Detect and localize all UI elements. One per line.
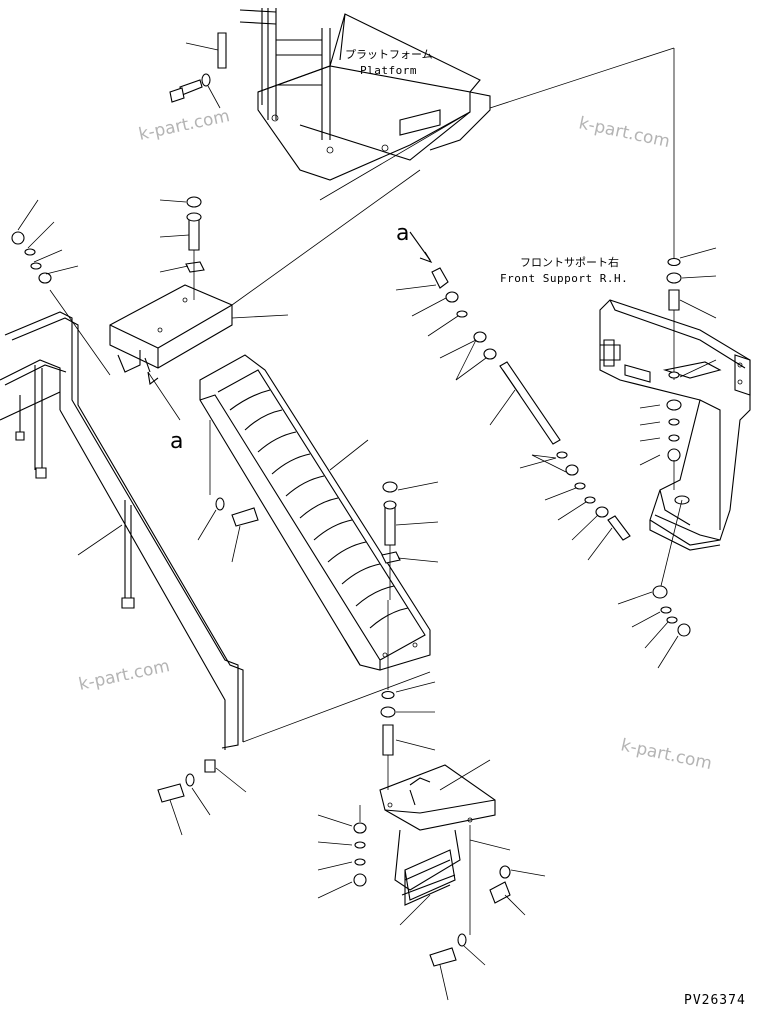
bottom-step (379, 759, 496, 926)
ref-a-top: a (396, 221, 409, 246)
front-support-fasteners (617, 48, 717, 669)
watermark-4: k-part.com (619, 735, 714, 774)
step-fasteners (317, 600, 546, 1001)
watermark-3: k-part.com (77, 656, 172, 695)
handrail (0, 311, 244, 750)
platform-bracket (169, 32, 227, 109)
front-support-label-jp: フロントサポート右 (520, 255, 619, 269)
connecting-rod: a (395, 221, 631, 561)
drawing-code: PV26374 (684, 993, 746, 1008)
stairway (199, 354, 431, 671)
ref-a-left: a (170, 429, 183, 454)
handrail-fasteners (11, 199, 247, 836)
platform-assembly (239, 8, 491, 181)
watermark-1: k-part.com (137, 106, 232, 145)
front-support-label-en: Front Support R.H. (500, 272, 628, 285)
upper-mount-plate (109, 196, 289, 373)
watermark-2: k-part.com (577, 113, 672, 152)
stair-fasteners (197, 481, 439, 600)
platform-label-en: Platform (360, 64, 417, 77)
platform-label-jp: プラットフォーム (345, 48, 433, 61)
